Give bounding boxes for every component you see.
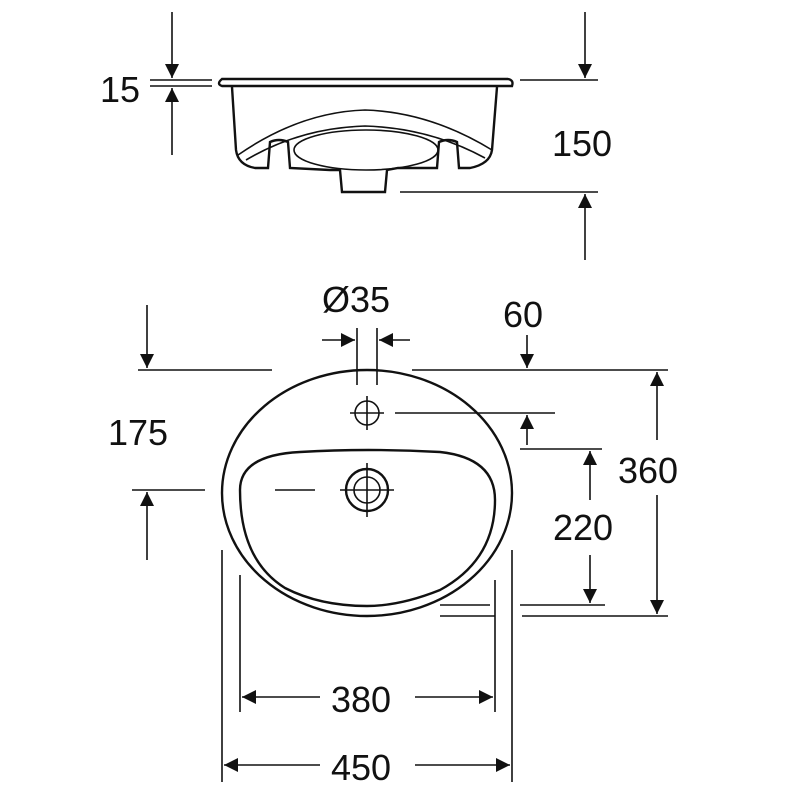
- basin-bowl-curve: [237, 109, 493, 156]
- basin-width-label: 380: [331, 679, 391, 720]
- basin-depth-label: 220: [553, 507, 613, 548]
- basin-body: [230, 86, 499, 194]
- basin-bottom: [293, 129, 439, 171]
- tap-hole: [350, 396, 384, 430]
- depth-label: 360: [618, 450, 678, 491]
- total-height-label: 150: [552, 123, 612, 164]
- basin-bowl-inner: [245, 125, 486, 161]
- side-view: 15 150: [100, 12, 612, 260]
- total-width-label: 450: [331, 747, 391, 788]
- top-view: Ø35 60 175 360 220 380: [108, 279, 678, 788]
- tap-hole-diameter-label: Ø35: [322, 279, 390, 320]
- drain-offset-label: 175: [108, 412, 168, 453]
- tap-hole-offset-label: 60: [503, 294, 543, 335]
- basin-outline: [220, 368, 514, 618]
- rim-thickness-label: 15: [100, 69, 140, 110]
- basin-rim: [217, 77, 514, 88]
- basin-bowl: [238, 448, 497, 608]
- drain-hole: [340, 463, 394, 517]
